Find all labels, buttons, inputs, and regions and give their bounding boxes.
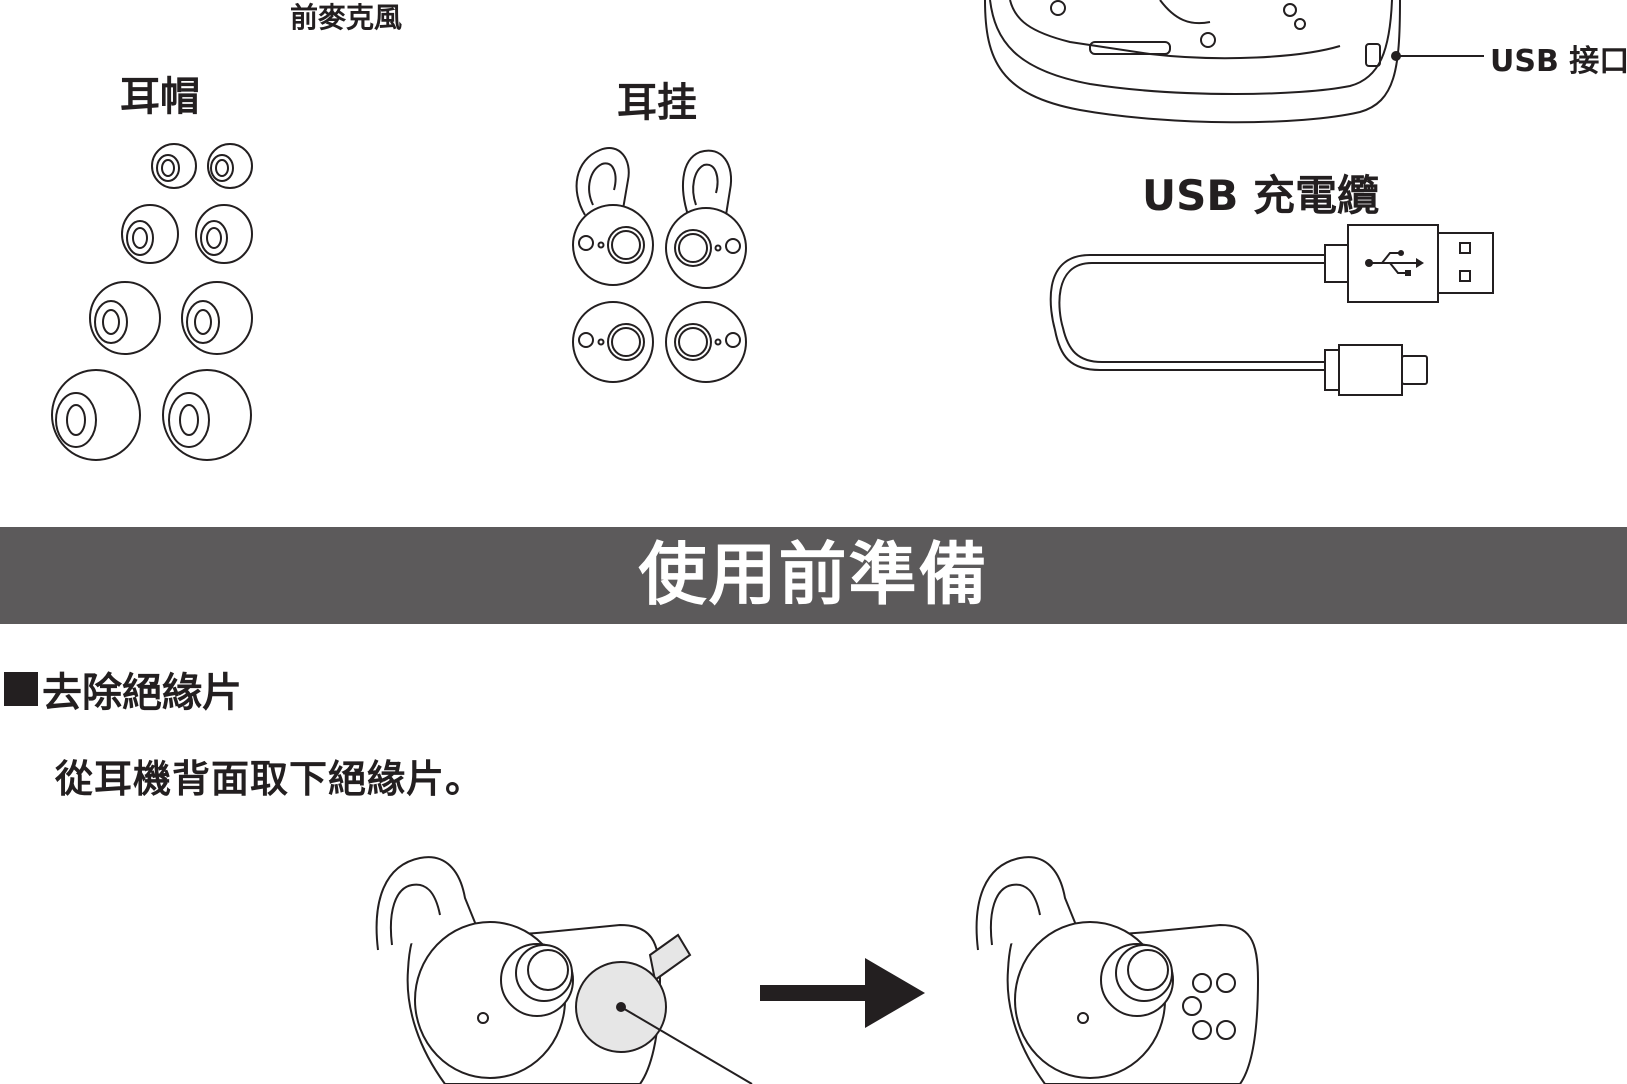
square-bullet-icon (4, 672, 38, 706)
earbud-with-insulation-illustration (375, 856, 753, 1084)
eartips-title: 耳帽 (120, 74, 200, 120)
section-heading-text: 去除絕緣片 (42, 670, 242, 716)
right-arrow-icon (760, 958, 925, 1028)
usb-port-label: USB 接口 (1490, 44, 1627, 79)
usb-cable-title: USB 充電纜 (1142, 171, 1379, 220)
instruction-text: 從耳機背面取下絕緣片。 (55, 757, 485, 801)
front-mic-label: 前麥克風 (290, 1, 403, 34)
usb-cable-illustration (1049, 224, 1494, 396)
insulation-sheet (575, 933, 753, 1084)
section-heading: 去除絕緣片 (4, 660, 242, 718)
usb-port-pointer (1391, 51, 1484, 61)
earbud-without-insulation-illustration (975, 856, 1260, 1084)
usb-icon (1365, 250, 1424, 276)
banner-title: 使用前準備 (638, 536, 989, 615)
earhooks-title: 耳挂 (617, 80, 697, 126)
section-banner: 使用前準備 (0, 527, 1627, 624)
eartips-illustration (51, 143, 253, 461)
charging-case-illustration (984, 0, 1401, 124)
earhooks-illustration (572, 147, 747, 383)
